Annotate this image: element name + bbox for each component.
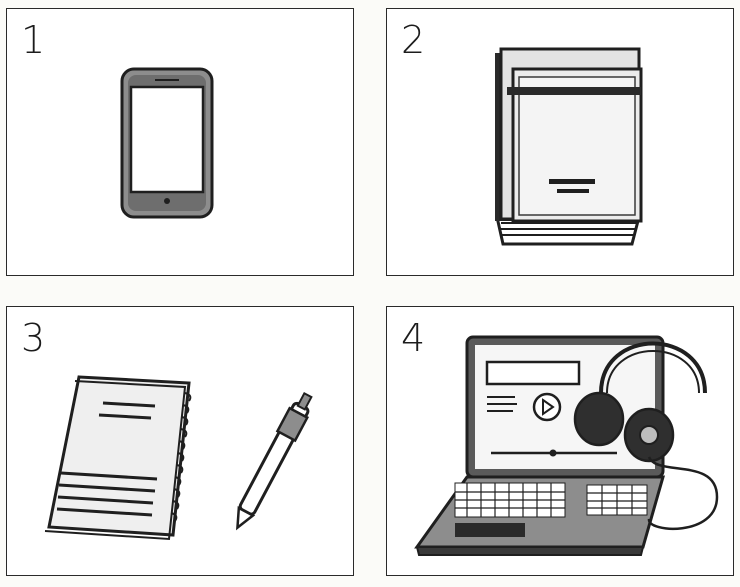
laptop-icon	[414, 335, 665, 556]
notebook-and-pen-icon	[44, 375, 313, 541]
panel-number: 4	[401, 316, 426, 360]
headphones-icon	[573, 341, 719, 531]
laptop-with-headphones-icon	[414, 335, 719, 556]
stacked-books-icon	[495, 47, 643, 246]
panel-4: 4	[386, 306, 734, 576]
panel-1: 1	[6, 8, 354, 276]
panel-3: 3	[6, 306, 354, 576]
panel-number: 2	[401, 18, 426, 62]
panel-number: 3	[21, 316, 46, 360]
smartphone-icon	[120, 67, 214, 219]
pen-icon	[235, 391, 313, 531]
notebook-icon	[44, 375, 192, 541]
panel-number: 1	[21, 18, 46, 62]
panel-2: 2	[386, 8, 734, 276]
